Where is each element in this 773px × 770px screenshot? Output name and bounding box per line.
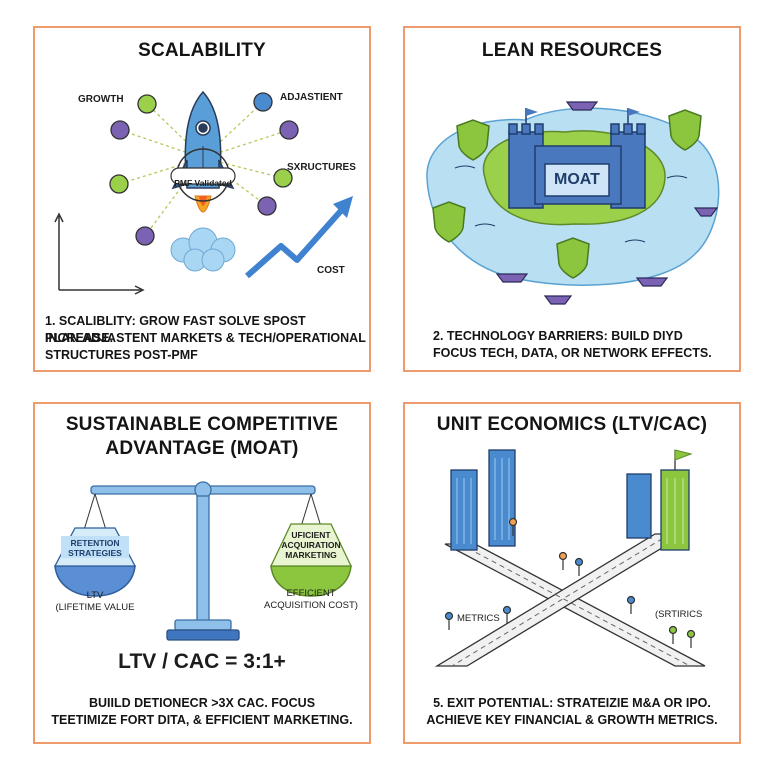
right-pan-label-3: MARKETING <box>285 550 337 560</box>
label-growth: GROWTH <box>78 94 124 105</box>
ltv-label-1: LTV <box>86 590 104 601</box>
node-8 <box>257 196 277 216</box>
shield-icon <box>456 119 490 161</box>
right-metrics-label: (SRTIRICS <box>655 609 703 620</box>
ltv-label-2: (LIFETIME VALUE <box>55 602 135 613</box>
balance-scale-illustration <box>53 481 353 641</box>
castle-icon <box>508 123 646 209</box>
caption-line-2: FOCUS TECH, DATA, OR NETWORK EFFECTS. <box>433 346 712 360</box>
label-adjacent: ADJASTIENT <box>280 92 343 103</box>
moat-illustration <box>426 101 720 305</box>
left-metrics-label: METRICS <box>457 613 500 624</box>
shield-icon <box>668 109 702 151</box>
caption-line-1: 1. SCALIBLITY: GROW FAST SOLVE SPOST INC… <box>45 314 306 345</box>
panel-title-line-1: SUSTAINABLE COMPETITIVE <box>65 414 339 435</box>
boat-icon <box>495 273 529 283</box>
building-icon <box>450 449 516 551</box>
right-pan-label-2: ACQUIRATION <box>281 540 341 550</box>
right-pan-label-1: UFICIENT <box>291 530 331 540</box>
crossroads-illustration <box>434 449 706 667</box>
pmf-badge: PMF Validated <box>174 178 232 188</box>
panel-title-line-2: ADVANTAGE (MOAT) <box>105 438 299 459</box>
scalability-illustration <box>54 90 353 295</box>
shield-icon <box>432 201 466 243</box>
left-pan-label: RETENTION STRATEGIES <box>68 538 122 558</box>
caption-line-1: 2. TECHNOLOGY BARRIERS: BUILD DIYD <box>433 329 683 343</box>
boat-icon <box>635 277 669 287</box>
node-5 <box>253 92 273 112</box>
boat-icon <box>693 207 719 217</box>
boat-icon <box>543 295 573 305</box>
panel-title: UNIT ECONOMICS (LTV/CAC) <box>436 414 708 435</box>
caption-line-2: ACHIEVE KEY FINANCIAL & GROWTH METRICS. <box>426 713 718 727</box>
caption-line-1: BUIILD DETIONECR >3X CAC. FOCUS <box>88 696 316 710</box>
panel-scalability: SCALABILITY <box>33 26 371 372</box>
caption-line-1: 5. EXIT POTENTIAL: STRATEIZIE M&A OR IPO… <box>433 696 711 710</box>
caption-line-2: PLAN ADJASTENT MARKETS & TECH/OPERATIONA… <box>45 331 366 345</box>
ltv-cac-ratio: LTV / CAC = 3:1+ <box>118 650 286 673</box>
cac-label-2: ACQUISITION COST) <box>264 600 358 611</box>
node-4 <box>135 226 155 246</box>
label-structures: SXRUCTURES <box>287 162 356 173</box>
caption-line-2: TEETIMIZE FORT DITA, & EFFICIENT MARKETI… <box>51 713 353 727</box>
panel-competitive-advantage: SUSTAINABLE COMPETITIVE ADVANTAGE (MOAT)… <box>33 402 371 744</box>
boat-icon <box>565 101 599 111</box>
panel-lean-resources: LEAN RESOURCES <box>403 26 741 372</box>
panel-unit-economics: UNIT ECONOMICS (LTV/CAC) <box>403 402 741 744</box>
people-icons <box>444 517 696 648</box>
panel-title: SCALABILITY <box>138 40 266 61</box>
node-7 <box>273 168 293 188</box>
node-6 <box>279 120 299 140</box>
cac-label-1: EFFICIENT <box>286 588 336 599</box>
shield-icon <box>556 237 590 279</box>
panel-title: LEAN RESOURCES <box>481 40 663 61</box>
node-2 <box>110 120 130 140</box>
node-1 <box>137 94 157 114</box>
node-3 <box>109 174 129 194</box>
caption-line-3: STRUCTURES POST-PMF <box>45 348 198 362</box>
growth-arrow <box>245 202 350 279</box>
label-cost: COST <box>317 265 345 276</box>
moat-label: MOAT <box>554 171 600 188</box>
